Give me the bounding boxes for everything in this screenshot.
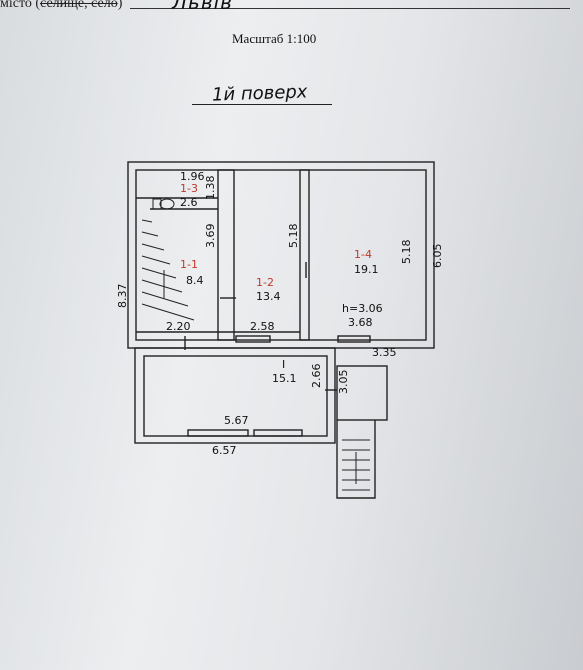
room-number: 1-1: [180, 258, 198, 271]
room-area: 15.1: [272, 372, 297, 385]
dimension-label: 3.05: [337, 370, 350, 395]
floor-title-underline: [192, 104, 332, 105]
dimension-label: 2.20: [166, 320, 191, 333]
city-value: Львів: [172, 0, 233, 14]
scale-label: Масштаб 1:100: [232, 31, 317, 46]
room-number: 1-2: [256, 276, 274, 289]
dimension-label: 1.96: [180, 170, 205, 183]
dimension-label: 8.37: [116, 284, 129, 309]
city-underline: [130, 8, 570, 9]
room-number: 1-4: [354, 248, 372, 261]
dimension-label: 3.68: [348, 316, 373, 329]
room-area: 13.4: [256, 290, 281, 303]
toilet-icon: [152, 198, 175, 210]
room-area: 19.1: [354, 263, 379, 276]
dimension-label: 2.58: [250, 320, 275, 333]
dimension-label: 3.69: [204, 224, 217, 249]
dimension-label: 3.35: [372, 346, 397, 359]
city-label-struck: селище, село: [40, 0, 118, 11]
dimension-label: 6.05: [431, 244, 444, 269]
height-note: h=3.06: [342, 302, 383, 315]
stair-steps: [141, 219, 370, 491]
dimension-label: 6.57: [212, 444, 237, 457]
city-header: місто (селище, село) Львів: [0, 0, 583, 18]
room-number: 1-3: [180, 182, 198, 195]
city-label-suffix: ): [117, 0, 123, 11]
room-area: 8.4: [186, 274, 204, 287]
plan-walls: [127, 161, 435, 499]
dimension-label: 5.18: [400, 240, 413, 265]
dimension-label: 1.38: [204, 176, 217, 201]
dimension-label: 5.67: [224, 414, 249, 427]
city-label: місто (селище, село): [0, 0, 122, 12]
city-label-prefix: місто (: [0, 0, 41, 11]
dimension-label: 2.66: [310, 364, 323, 389]
dimension-label: 5.18: [287, 224, 300, 249]
room-number: I: [282, 358, 285, 371]
room-area: 2.6: [180, 196, 198, 209]
